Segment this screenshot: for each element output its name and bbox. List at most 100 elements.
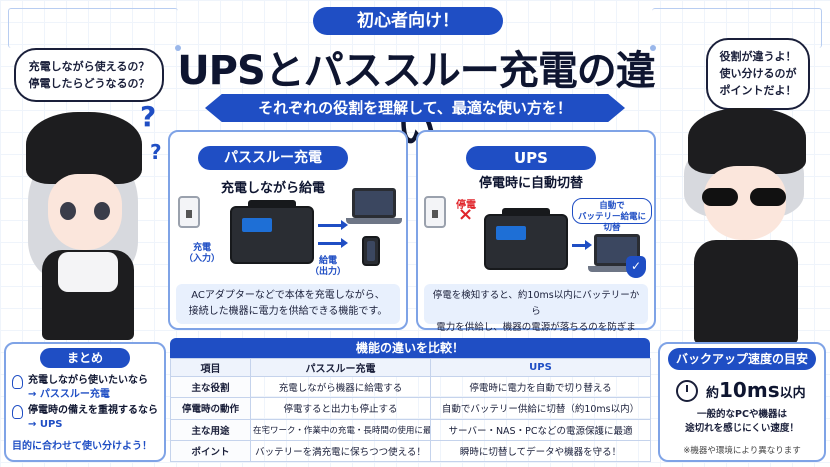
bubble-line: 停電したらどうなるの？: [28, 77, 150, 90]
station-screen: [496, 226, 526, 240]
station-screen: [242, 218, 272, 232]
passthrough-subtitle: 充電しながら給電: [220, 181, 325, 196]
ups-station-icon: [484, 208, 568, 270]
station-handle: [248, 200, 296, 208]
outfit: [694, 240, 798, 344]
speech-bubble-left: 充電しながら使えるの？ 停電したらどうなるの？: [14, 48, 164, 102]
row-header: 停電時の動作: [170, 397, 251, 420]
laptop-icon: [352, 188, 396, 218]
passthrough-label: パススルー充電: [198, 146, 348, 170]
speech-bubble-right: 役割が違うよ！ 使い分けるのが ポイントだよ！: [706, 38, 810, 110]
input-label: 充電 （入力）: [182, 243, 222, 265]
input-label-line: 充電: [192, 243, 211, 253]
wall-outlet-icon: [424, 196, 446, 228]
summary-footer: 目的に合わせて使い分けよう！: [12, 441, 152, 452]
summary-title: まとめ: [40, 348, 130, 368]
summary-line: → パススルー充電: [28, 389, 110, 400]
shirt: [58, 252, 118, 292]
speed-title: バックアップ速度の目安: [668, 348, 816, 370]
table-row: ポイント バッテリーを満充電に保ちつつ使える！ 瞬時に切替してデータや機器を守る…: [170, 439, 651, 463]
laptop-base: [346, 218, 402, 224]
beginner-badge: 初心者向け！: [313, 7, 503, 35]
speed-prefix: 約: [706, 386, 720, 401]
description-line: 停電を検知すると、約10ms以内にバッテリーから: [432, 290, 640, 317]
description-line: 接続した機器に電力を供給できる機能です。: [188, 306, 388, 317]
table-cell: 停電すると出力も停止する: [250, 397, 431, 420]
circuit-line: [8, 8, 178, 48]
bubble-line: 使い分けるのが: [719, 67, 797, 80]
speed-suffix: 以内: [779, 386, 806, 401]
outage-cross-icon: ×: [458, 204, 474, 225]
speed-description: 一般的なPCや機器は 途切れを感じにくい速度！: [662, 408, 822, 436]
callout-line: 自動で: [599, 201, 625, 211]
output-arrow: [318, 220, 348, 230]
wall-outlet-icon: [178, 196, 200, 228]
row-header: ポイント: [170, 439, 251, 463]
circuit-node: [175, 45, 181, 51]
table-cell: バッテリーを満充電に保ちつつ使える！: [250, 439, 431, 463]
eye: [94, 202, 110, 220]
speed-desc-line: 途切れを感じにくい速度！: [685, 423, 799, 434]
table-cell: 瞬時に切替してデータや機器を守る！: [430, 439, 651, 463]
lightbulb-icon: [12, 405, 23, 419]
beanie-hat: [688, 108, 806, 174]
table-header-row: 項目 パススルー充電 UPS: [170, 357, 651, 378]
comparison-table: 項目 パススルー充電 UPS 主な役割 充電しながら機器に給電する 停電時に電力…: [170, 357, 651, 463]
output-arrow: [318, 238, 348, 248]
output-label: 給電 （出力）: [308, 256, 348, 278]
switch-arrow: [572, 240, 592, 250]
character-girl: [4, 110, 164, 340]
smartphone-icon: [362, 236, 380, 266]
shield-check-icon: ✓: [626, 256, 646, 278]
speed-number: 10ms: [719, 378, 780, 402]
page-title: UPSとパススルー充電の違い: [177, 48, 656, 152]
summary-line: → UPS: [28, 419, 63, 430]
table-row: 停電時の動作 停電すると出力も停止する 自動でバッテリー供給に切替（約10ms以…: [170, 397, 651, 420]
table-cell: 停電時に電力を自動で切り替える: [430, 376, 651, 399]
output-label-line: 給電: [318, 256, 337, 266]
table-row: 主な用途 在宅ワーク・作業中の充電・長時間の使用に最適 サーバー・NAS・PCな…: [170, 418, 651, 441]
table-row: 主な役割 充電しながら機器に給電する 停電時に電力を自動で切り替える: [170, 376, 651, 399]
laptop-base: [588, 266, 646, 272]
column-header: UPS: [430, 357, 651, 378]
ups-subtitle: 停電時に自動切替: [478, 176, 583, 191]
circuit-line: [652, 8, 822, 48]
circuit-node: [650, 45, 656, 51]
stopwatch-icon: [676, 380, 698, 402]
passthrough-description: ACアダプターなどで本体を充電しながら、 接続した機器に電力を供給できる機能です…: [176, 284, 400, 324]
table-cell: サーバー・NAS・PCなどの電源保護に最適: [430, 418, 651, 441]
summary-line: 停電時の備えを重視するなら: [28, 405, 158, 416]
description-line: ACアダプターなどで本体を充電しながら、: [191, 290, 385, 301]
outage-label: 停電: [456, 200, 476, 211]
page-subtitle: それぞれの役割を理解して、最適な使い方を！: [205, 94, 625, 122]
question-mark-icon: ?: [150, 140, 162, 164]
power-station-icon: [230, 200, 314, 264]
laptop-icon: [594, 234, 640, 266]
column-header: パススルー充電: [250, 357, 431, 378]
station-handle: [502, 208, 550, 216]
ups-label: UPS: [466, 146, 596, 170]
summary-item-1: 充電しながら使いたいなら → パススルー充電: [28, 374, 164, 402]
table-cell: 在宅ワーク・作業中の充電・長時間の使用に最適: [250, 418, 431, 441]
lightbulb-icon: [12, 375, 23, 389]
output-label-line: （出力）: [309, 267, 346, 277]
row-header: 主な用途: [170, 418, 251, 441]
comparison-title: 機能の違いを比較！: [170, 338, 650, 358]
character-boy: [658, 108, 828, 344]
sunglasses: [702, 188, 738, 206]
ups-description: 停電を検知すると、約10ms以内にバッテリーから 電力を供給し、機器の電源が落ち…: [424, 284, 648, 349]
eye: [60, 202, 76, 220]
bubble-line: ポイントだよ！: [719, 84, 797, 97]
speed-footnote: ※機器や環境により異なります: [683, 446, 801, 456]
table-cell: 自動でバッテリー供給に切替（約10ms以内）: [430, 397, 651, 420]
beanie-hat: [26, 112, 142, 184]
column-header: 項目: [170, 357, 251, 378]
speed-value: 約10ms以内: [706, 378, 816, 402]
bubble-line: 充電しながら使えるの？: [28, 60, 150, 73]
auto-switch-callout: 自動で バッテリー給電に切替: [572, 198, 652, 233]
input-label-line: （入力）: [183, 254, 220, 264]
bubble-line: 役割が違うよ！: [719, 50, 797, 63]
callout-line: バッテリー給電に切替: [577, 212, 646, 233]
row-header: 主な役割: [170, 376, 251, 399]
question-mark-icon: ?: [140, 100, 157, 133]
